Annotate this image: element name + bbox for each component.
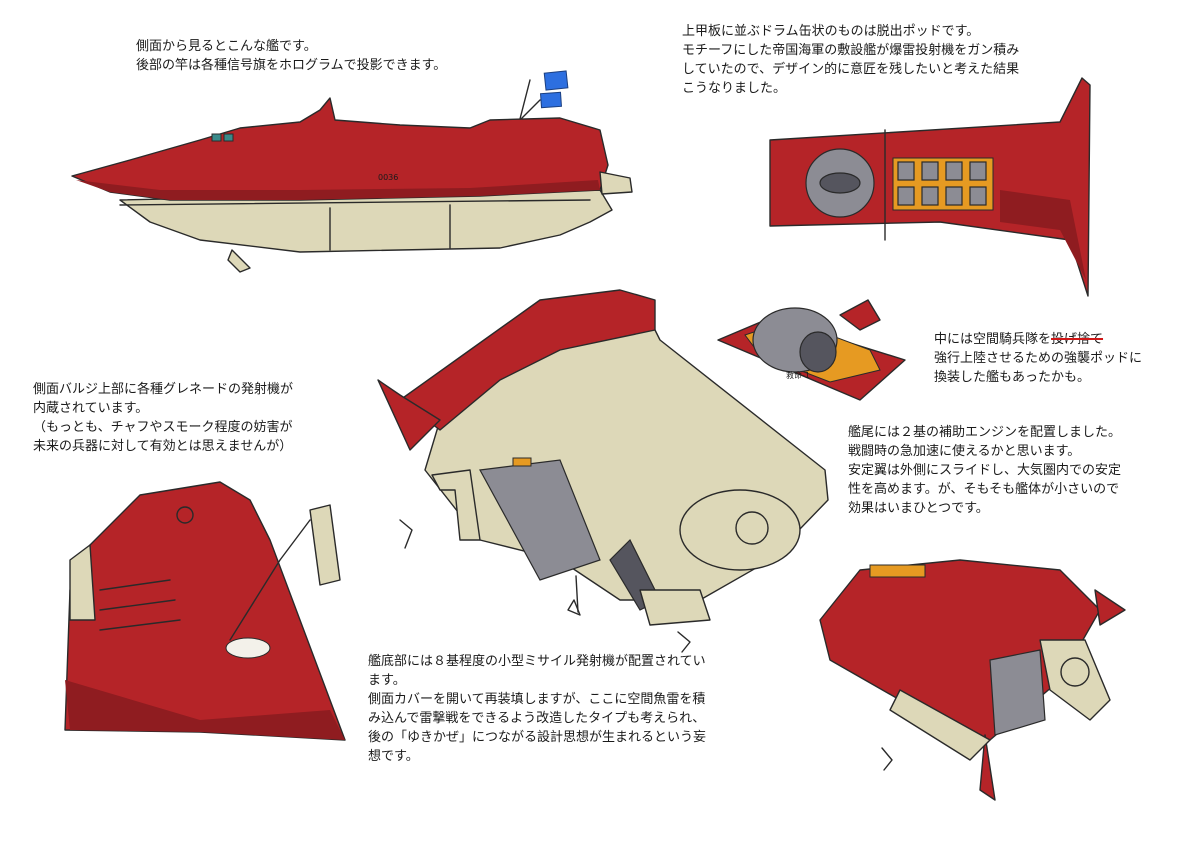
stabilizer-fin xyxy=(1094,589,1126,626)
note-line: 戦闘時の急加速に使えるかと思います。 xyxy=(848,444,1081,459)
side-hull-shadow xyxy=(76,180,600,200)
pod-arm xyxy=(839,299,881,331)
top-stern-shadow xyxy=(1000,190,1086,280)
bulge-note: 側面バルジ上部に各種グレネードの発射機が 内蔵されています。 （もっとも、チャフ… xyxy=(33,380,293,456)
bulge-tan-edge xyxy=(69,544,96,621)
bottom-note: 艦底部には８基程度の小型ミサイル発射機が配置されてい ます。 側面カバーを開いて… xyxy=(368,652,706,766)
bulge-closeup-drawing xyxy=(64,481,346,741)
bridge-window xyxy=(211,133,222,142)
landing-gear xyxy=(227,249,251,273)
note-line: 想です。 xyxy=(368,749,419,764)
hinge-detail xyxy=(512,457,532,467)
note-line: 性を高めます。が、そもそも艦体が小さいので xyxy=(848,482,1120,497)
assault-pod-note: 中には空間騎兵隊を投げ捨て 強行上陸させるための強襲ポッドに 換装した艦もあった… xyxy=(934,330,1142,387)
note-line: 未来の兵器に対して有効とは思えませんが） xyxy=(33,439,293,454)
missile-arrow xyxy=(575,575,579,613)
side-lower-hull xyxy=(119,189,613,253)
bridge-window xyxy=(223,133,234,142)
note-line: 強行上陸させるための強襲ポッドに xyxy=(934,351,1143,366)
launcher-arm xyxy=(229,519,311,641)
stern-tan-keel xyxy=(889,689,991,761)
side-hull-line xyxy=(119,199,591,206)
note-line: 側面カバーを開いて再装填しますが、ここに空間魚雷を積 xyxy=(368,692,706,707)
note-line: 内蔵されています。 xyxy=(33,401,149,416)
bulge-hatch xyxy=(176,506,194,524)
note-text: 中には空間騎兵隊を xyxy=(934,332,1052,347)
hull-number: 0036 xyxy=(378,173,398,182)
assault-pod-drawing xyxy=(717,299,906,401)
note-line: 上甲板に並ぶドラム缶状のものは脱出ポッドです。 xyxy=(682,24,980,39)
note-line: 安定翼は外側にスライドし、大気圏内での安定 xyxy=(848,463,1122,478)
side-view-drawing xyxy=(71,70,633,273)
center-fin xyxy=(377,379,441,451)
note-line: 換装した艦もあったかも。 xyxy=(934,370,1091,385)
note-line: 後の「ゆきかぜ」につながる設計思想が生まれるという妄 xyxy=(368,730,707,745)
note-line: ます。 xyxy=(368,673,406,688)
note-line: モチーフにした帝国海軍の敷設艦が爆雷投射機をガン積み xyxy=(682,43,1020,58)
pod-label: 救命-1 xyxy=(786,370,810,380)
note-line: 側面バルジ上部に各種グレネードの発射機が xyxy=(33,382,294,397)
missile-icon xyxy=(567,599,581,616)
missile-bay xyxy=(479,459,601,581)
bulge-shadow xyxy=(65,680,345,740)
center-red-deck xyxy=(399,289,656,431)
note-line: （もっとも、チャフやスモーク程度の妨害が xyxy=(33,420,293,435)
side-cover-open xyxy=(431,469,481,541)
note-line: 中には空間騎兵隊を投げ捨て xyxy=(934,330,1142,349)
stern-escape-pods xyxy=(869,564,926,578)
note-line: 後部の竿は各種信号旗をホログラムで投影できます。 xyxy=(136,58,447,73)
top-view-drawing xyxy=(769,77,1091,297)
note-line: 側面から見るとこんな艦です。 xyxy=(136,39,317,54)
cover-arrow-icon xyxy=(399,519,413,549)
struck-text: 投げ捨て xyxy=(1051,332,1104,347)
stern-engine xyxy=(599,171,633,195)
side-view-note: 側面から見るとこんな艦です。 後部の竿は各種信号旗をホログラムで投影できます。 xyxy=(136,37,446,75)
signal-flag-upper xyxy=(543,70,569,91)
signal-flag-lower xyxy=(540,91,562,109)
stern-note: 艦尾には２基の補助エンジンを配置しました。 戦闘時の急加速に使えるかと思います。… xyxy=(848,423,1121,518)
signal-mast-arm xyxy=(519,99,541,121)
landing-foot xyxy=(639,589,711,626)
note-line: 艦底部には８基程度の小型ミサイル発射機が配置されてい xyxy=(368,654,706,669)
top-view-note: 上甲板に並ぶドラム缶状のものは脱出ポッドです。 モチーフにした帝国海軍の敷設艦が… xyxy=(682,22,1019,98)
stern-machinery xyxy=(989,649,1046,736)
note-line: していたので、デザイン的に意匠を残したいと考えた結果 xyxy=(682,62,1020,77)
top-turret-dome xyxy=(819,172,861,194)
stern-engine-nozzle xyxy=(1060,657,1090,687)
stern-view-drawing xyxy=(819,559,1126,801)
smoke-puff xyxy=(225,637,271,659)
grenade-launcher-tube xyxy=(309,504,341,586)
bulge-vents xyxy=(99,579,181,631)
stabilizer-fin-lower xyxy=(979,734,996,801)
escape-pods xyxy=(897,161,987,206)
bulge-red-hull xyxy=(64,481,346,741)
note-line: 効果はいまひとつです。 xyxy=(848,501,989,516)
down-arrow-icon xyxy=(677,631,691,653)
engine-nozzle xyxy=(735,511,769,545)
note-line: こうなりました。 xyxy=(682,81,787,96)
note-line: み込んで雷撃戦をできるよう改造したタイプも考えられ、 xyxy=(368,711,706,726)
note-line: 艦尾には２基の補助エンジンを配置しました。 xyxy=(848,425,1122,440)
rear-three-quarter-drawing xyxy=(377,289,829,653)
stern-arrow-icon xyxy=(881,747,893,771)
assault-pod-hatch xyxy=(799,331,837,373)
